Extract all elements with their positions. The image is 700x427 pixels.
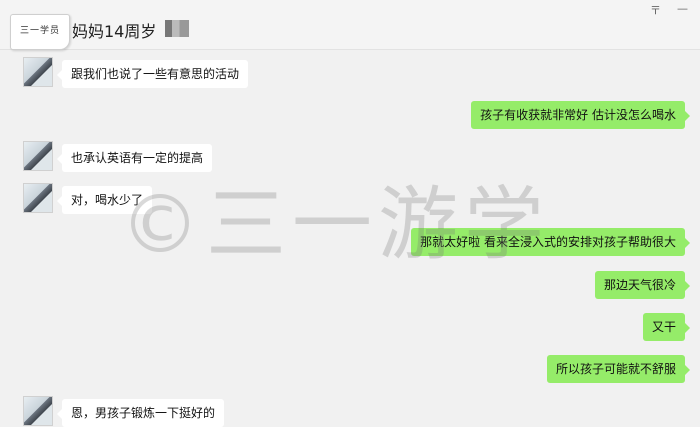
message-bubble-incoming: 恩，男孩子锻炼一下挺好的 bbox=[56, 399, 225, 427]
contact-avatar[interactable] bbox=[23, 183, 53, 213]
pin-icon[interactable]: 〒 bbox=[650, 4, 661, 17]
contact-avatar[interactable] bbox=[23, 57, 53, 87]
minimize-icon[interactable]: — bbox=[677, 2, 688, 15]
message-bubble-outgoing: 那边天气很冷 bbox=[594, 271, 691, 299]
message-bubble-outgoing: 那就太好啦 看来全浸入式的安排对孩子帮助很大 bbox=[411, 228, 690, 256]
chat-header: 三一学员 妈妈14周岁 〒 — bbox=[0, 0, 700, 50]
message-bubble-outgoing: 所以孩子可能就不舒服 bbox=[546, 355, 691, 383]
contact-avatar[interactable] bbox=[23, 396, 53, 426]
watermark-text: ©三一游学 bbox=[120, 178, 550, 271]
redacted-name-block bbox=[165, 20, 189, 37]
message-bubble-incoming: 也承认英语有一定的提高 bbox=[56, 144, 213, 172]
message-bubble-outgoing: 又干 bbox=[642, 313, 691, 341]
message-bubble-outgoing: 孩子有收获就非常好 估计没怎么喝水 bbox=[471, 101, 690, 129]
chat-title: 妈妈14周岁 bbox=[72, 22, 157, 41]
member-stamp-badge: 三一学员 bbox=[10, 14, 70, 50]
message-bubble-incoming: 跟我们也说了一些有意思的活动 bbox=[56, 60, 249, 88]
contact-avatar[interactable] bbox=[23, 141, 53, 171]
message-bubble-incoming: 对，喝水少了 bbox=[56, 186, 153, 214]
